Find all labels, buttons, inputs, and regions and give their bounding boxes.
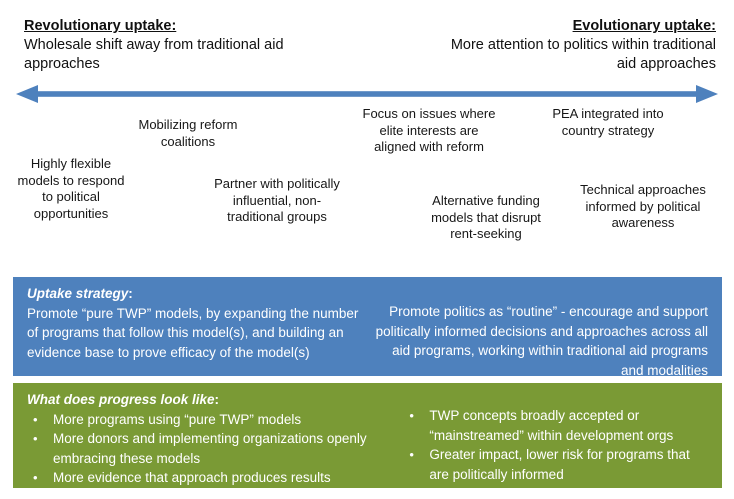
bullet-icon: • xyxy=(33,411,38,427)
header-evolutionary-title: Evolutionary uptake: xyxy=(572,18,716,34)
spectrum-label-alternative-funding-models: Alternative funding models that disrupt … xyxy=(431,193,541,241)
spectrum-label-mobilizing-reform-coalitions: Mobilizing reform coalitions xyxy=(138,117,238,149)
spectrum-label-highly-flexible-models: Highly flexible models to respond to pol… xyxy=(17,156,125,221)
list-item-label: More donors and implementing organizatio… xyxy=(53,431,367,466)
list-item: • TWP concepts broadly accepted or “mains… xyxy=(403,406,712,445)
list-item: • More programs using “pure TWP” models xyxy=(27,410,399,430)
spectrum-label-pea-integrated: PEA integrated into country strategy xyxy=(552,106,664,138)
progress-band: What does progress look like: • More prog… xyxy=(13,383,722,488)
progress-left-column: What does progress look like: • More prog… xyxy=(13,383,399,488)
uptake-strategy-right-column: Promote politics as “routine” - encourag… xyxy=(368,277,723,378)
uptake-strategy-heading-colon: : xyxy=(128,286,133,301)
uptake-strategy-left-column: Uptake strategy: Promote “pure TWP” mode… xyxy=(13,277,368,376)
list-item-label: Greater impact, lower risk for programs … xyxy=(429,447,690,482)
spectrum-label-focus-on-issues: Focus on issues where elite interests ar… xyxy=(362,106,496,154)
uptake-strategy-left-text: Promote “pure TWP” models, by expanding … xyxy=(27,305,359,360)
header-revolutionary-title: Revolutionary uptake: xyxy=(24,18,177,34)
bullet-icon: • xyxy=(33,470,38,485)
spectrum-label-technical-approaches: Technical approaches informed by politic… xyxy=(580,182,706,230)
list-item: • Greater impact, lower risk for programs… xyxy=(403,445,712,484)
spectrum-label-partner-with-politically-influential: Partner with politically influential, no… xyxy=(214,176,340,224)
list-item: • More donors and implementing organizati… xyxy=(27,429,399,468)
uptake-strategy-heading: Uptake strategy: xyxy=(27,284,368,304)
double-headed-arrow-icon xyxy=(16,85,718,103)
uptake-strategy-band: Uptake strategy: Promote “pure TWP” mode… xyxy=(13,277,723,378)
list-item-label: TWP concepts broadly accepted or “mainst… xyxy=(429,408,674,443)
list-item-label: More programs using “pure TWP” models xyxy=(53,411,302,427)
bullet-icon: • xyxy=(409,408,414,423)
header-evolutionary: Evolutionary uptake: More attention to p… xyxy=(436,17,716,74)
bullet-icon: • xyxy=(33,431,38,446)
progress-left-list: • More programs using “pure TWP” models •… xyxy=(27,410,399,488)
list-item-label: More evidence that approach produces res… xyxy=(53,470,331,485)
header-evolutionary-subtitle: More attention to politics within tradit… xyxy=(450,37,716,72)
bullet-icon: • xyxy=(409,447,414,462)
progress-heading-colon: : xyxy=(214,392,220,407)
header-revolutionary-subtitle: Wholesale shift away from traditional ai… xyxy=(24,37,284,72)
list-item: • More evidence that approach produces re… xyxy=(27,468,399,488)
uptake-strategy-right-text: Promote politics as “routine” - encourag… xyxy=(375,304,708,378)
progress-heading-text: What does progress look like xyxy=(27,392,215,407)
progress-right-list: • TWP concepts broadly accepted or “mains… xyxy=(403,406,712,484)
uptake-strategy-heading-text: Uptake strategy xyxy=(27,286,129,301)
progress-heading: What does progress look like: xyxy=(27,390,399,410)
header-revolutionary: Revolutionary uptake: Wholesale shift aw… xyxy=(24,17,284,74)
progress-right-column: • TWP concepts broadly accepted or “mains… xyxy=(399,383,722,488)
